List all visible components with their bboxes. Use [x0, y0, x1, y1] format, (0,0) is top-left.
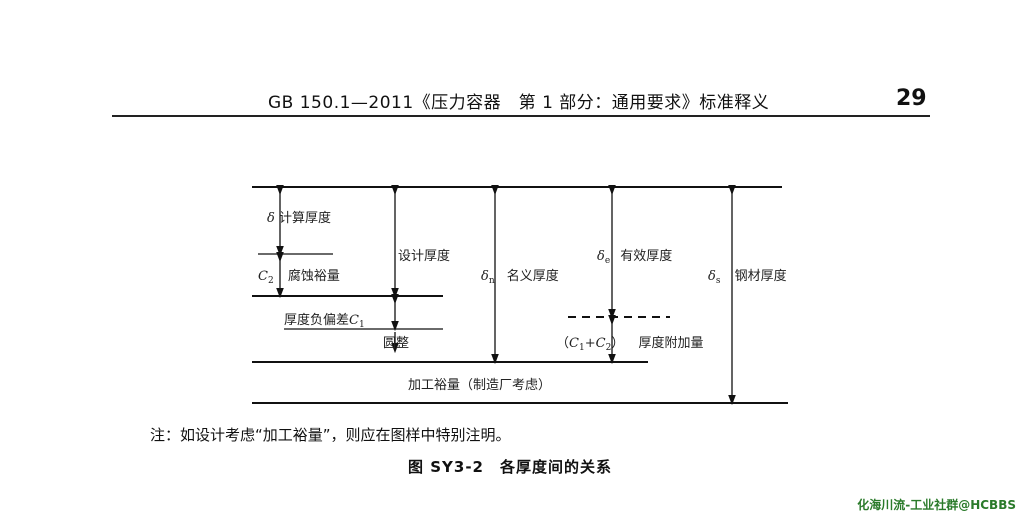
additional-thickness-text: 厚度附加量 [638, 336, 704, 351]
delta-symbol: δ [267, 211, 275, 226]
figure-note: 注：如设计考虑“加工裕量”，则应在图样中特别注明。 [150, 426, 511, 444]
c-sum-c1: C [569, 336, 579, 351]
corrosion-allowance-label: C2 腐蚀裕量 [258, 265, 340, 286]
nominal-thickness-text: 名义厚度 [506, 269, 559, 284]
calc-thickness-label: δ 计算厚度 [267, 207, 331, 226]
figure-caption: 图 SY3-2 各厚度间的关系 [408, 458, 612, 476]
c1-symbol: C [349, 313, 359, 328]
effective-thickness-text: 有效厚度 [620, 249, 673, 264]
delta-s-symbol: δ [708, 269, 716, 284]
page-number: 29 [896, 86, 927, 111]
steel-thickness-label: δs 钢材厚度 [708, 265, 787, 286]
c-sum-close: ） [611, 336, 625, 351]
header-rule [112, 115, 930, 117]
calc-thickness-text: 计算厚度 [278, 211, 331, 226]
c-sum-c2: C [595, 336, 606, 351]
delta-e-subscript: e [604, 256, 611, 266]
rounding-label: 圆整 [383, 336, 410, 351]
machining-allowance-label: 加工裕量（制造厂考虑） [408, 378, 552, 393]
effective-thickness-label: δe 有效厚度 [597, 245, 672, 266]
c-sum-c1-subscript: 1 [578, 343, 585, 353]
design-thickness-label: 设计厚度 [398, 249, 451, 264]
additional-thickness-label: （C1+C2） 厚度附加量 [556, 332, 703, 353]
c-sum-plus: + [584, 336, 596, 351]
c1-subscript: 1 [358, 320, 365, 330]
c2-symbol: C [258, 269, 268, 284]
nominal-thickness-label: δn 名义厚度 [481, 265, 559, 286]
delta-n-symbol: δ [481, 269, 489, 284]
delta-e-symbol: δ [597, 249, 605, 264]
negative-deviation-label: 厚度负偏差C1 [284, 309, 365, 330]
running-header: GB 150.1—2011《压力容器 第 1 部分：通用要求》标准释义 [268, 93, 770, 113]
delta-s-subscript: s [715, 276, 721, 286]
delta-n-subscript: n [488, 276, 495, 286]
steel-thickness-text: 钢材厚度 [734, 269, 787, 284]
watermark: 化海川流-工业社群@HCBBS [857, 498, 1016, 512]
c-sum-open: （ [556, 336, 570, 351]
c2-subscript: 2 [267, 276, 274, 286]
c-sum-c2-subscript: 2 [605, 343, 612, 353]
negative-deviation-text: 厚度负偏差 [284, 313, 350, 328]
corrosion-allowance-text: 腐蚀裕量 [287, 269, 340, 284]
